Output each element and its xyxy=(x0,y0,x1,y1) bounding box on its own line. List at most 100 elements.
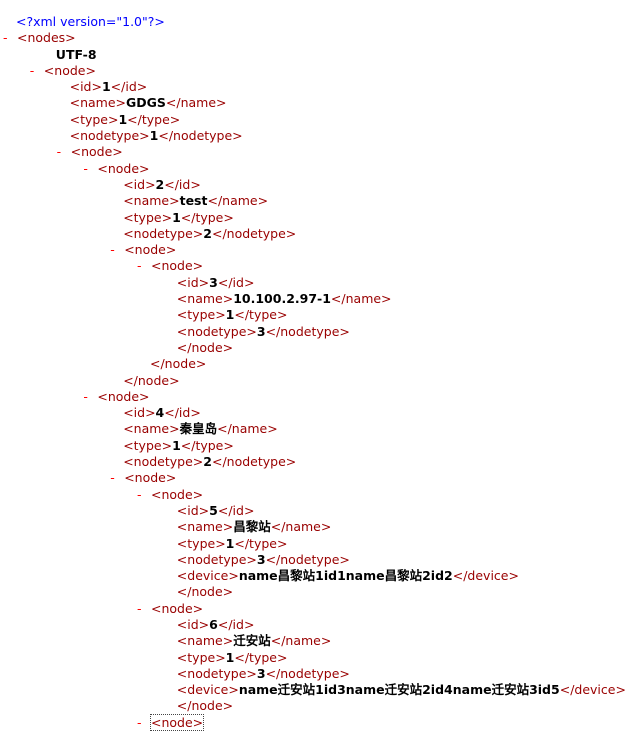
open-tag: <node> xyxy=(151,486,204,502)
collapse-toggle[interactable]: - xyxy=(56,144,62,160)
element-value: 1 xyxy=(101,79,111,95)
open-tag: <name> xyxy=(123,193,180,209)
collapse-toggle[interactable]: - xyxy=(83,388,88,404)
collapse-toggle[interactable]: - xyxy=(137,258,142,274)
close-tag: </device> xyxy=(452,568,519,584)
xml-line: -<node> xyxy=(0,487,644,503)
open-tag: <nodes> xyxy=(17,30,76,46)
open-tag: <nodetype> xyxy=(176,551,257,567)
xml-line: <type>1</type> xyxy=(0,536,644,552)
xml-declaration: <?xml version="1.0"?> xyxy=(16,14,165,29)
open-tag: <nodetype> xyxy=(176,323,257,339)
open-tag: <type> xyxy=(123,437,173,453)
open-tag: <node> xyxy=(151,600,204,616)
xml-line: <nodetype>3</nodetype> xyxy=(0,552,644,568)
close-tag: </type> xyxy=(234,649,288,665)
element-value: 迁安站 xyxy=(233,633,271,649)
close-tag: </id> xyxy=(164,405,201,421)
open-tag: <name> xyxy=(69,95,126,111)
element-value: 3 xyxy=(209,274,218,290)
xml-line: <device>name昌黎站1id1name昌黎站2id2</device> xyxy=(0,568,644,584)
collapse-toggle[interactable]: - xyxy=(110,470,115,486)
element-value: 3 xyxy=(256,323,266,339)
element-value: 1 xyxy=(118,111,128,127)
element-value: test xyxy=(179,193,208,209)
open-tag: <type> xyxy=(69,111,119,127)
xml-line: <name>GDGS</name> xyxy=(0,95,644,111)
open-tag: <nodetype> xyxy=(176,665,257,681)
open-tag: <id> xyxy=(123,405,156,421)
element-value: 3 xyxy=(256,551,266,567)
close-tag: </node> xyxy=(150,356,207,372)
xml-line: -<node> xyxy=(0,63,644,79)
xml-line: -<node> xyxy=(0,601,644,617)
close-tag: </nodetype> xyxy=(265,665,350,681)
xml-line: <nodetype>2</nodetype> xyxy=(0,454,644,470)
xml-line: <type>1</type> xyxy=(0,650,644,666)
xml-line: <nodetype>1</nodetype> xyxy=(0,128,644,144)
close-tag: </type> xyxy=(180,437,234,453)
element-value: 1 xyxy=(172,437,181,453)
xml-line: <name>昌黎站</name> xyxy=(0,519,644,535)
collapse-toggle[interactable]: - xyxy=(137,714,142,730)
xml-line: -<node> xyxy=(0,258,644,274)
close-tag: </id> xyxy=(217,274,255,290)
open-tag: <node> xyxy=(149,713,205,731)
xml-line: <id>3</id> xyxy=(0,275,644,291)
element-value: 1 xyxy=(225,307,235,323)
element-value: 1 xyxy=(225,649,235,665)
xml-line: <nodetype>3</nodetype> xyxy=(0,324,644,340)
close-tag: </nodetype> xyxy=(211,225,297,241)
element-value: GDGS xyxy=(126,95,166,111)
element-value: 6 xyxy=(209,616,218,632)
close-tag: </id> xyxy=(217,616,255,632)
collapse-toggle[interactable]: - xyxy=(3,30,8,46)
open-tag: <node> xyxy=(124,470,177,486)
xml-line: <name>秦皇岛</name> xyxy=(0,421,644,437)
close-tag: </type> xyxy=(180,209,234,225)
xml-line: <nodetype>3</nodetype> xyxy=(0,666,644,682)
collapse-toggle[interactable]: - xyxy=(83,160,88,176)
xml-line: <id>4</id> xyxy=(0,405,644,421)
xml-line: -<node> xyxy=(0,161,644,177)
xml-line: <id>2</id> xyxy=(0,177,644,193)
collapse-toggle[interactable]: - xyxy=(137,600,142,616)
close-tag: </nodetype> xyxy=(158,128,243,144)
collapse-toggle[interactable]: - xyxy=(137,486,142,502)
xml-line: <type>1</type> xyxy=(0,438,644,454)
xml-line: -<nodes> xyxy=(0,30,644,46)
xml-line: -<node> xyxy=(0,242,644,258)
element-value: 2 xyxy=(203,454,212,470)
close-tag: </type> xyxy=(127,111,181,127)
xml-line: <id>6</id> xyxy=(0,617,644,633)
open-tag: <type> xyxy=(176,649,226,665)
element-value: name迁安站1id3name迁安站2id4name迁安站3id5 xyxy=(238,682,560,698)
xml-line: <type>1</type> xyxy=(0,307,644,323)
element-value: 1 xyxy=(149,128,159,144)
collapse-toggle[interactable]: - xyxy=(110,242,115,258)
element-value: 3 xyxy=(256,665,266,681)
open-tag: <node> xyxy=(97,160,150,176)
xml-line: <name>10.100.2.97-1</name> xyxy=(0,291,644,307)
element-value: name昌黎站1id1name昌黎站2id2 xyxy=(238,568,453,584)
close-tag: </type> xyxy=(234,307,288,323)
open-tag: <type> xyxy=(123,209,173,225)
close-tag: </name> xyxy=(270,633,332,649)
open-tag: <name> xyxy=(176,291,234,307)
xml-line: <type>1</type> xyxy=(0,210,644,226)
open-tag: <node> xyxy=(151,258,204,274)
close-tag: </nodetype> xyxy=(211,454,297,470)
element-value: 4 xyxy=(155,405,165,421)
open-tag: <id> xyxy=(176,502,210,518)
xml-line: <device>name迁安站1id3name迁安站2id4name迁安站3id… xyxy=(0,682,644,698)
xml-line: UTF-8 xyxy=(0,47,644,63)
xml-line: </node> xyxy=(0,356,644,372)
open-tag: <name> xyxy=(176,633,234,649)
xml-line: -<node> xyxy=(0,144,644,160)
collapse-toggle[interactable]: - xyxy=(29,62,35,78)
open-tag: <id> xyxy=(176,274,210,290)
close-tag: </nodetype> xyxy=(265,323,350,339)
close-tag: </name> xyxy=(270,519,332,535)
close-tag: </node> xyxy=(176,698,234,714)
close-tag: </id> xyxy=(217,502,255,518)
